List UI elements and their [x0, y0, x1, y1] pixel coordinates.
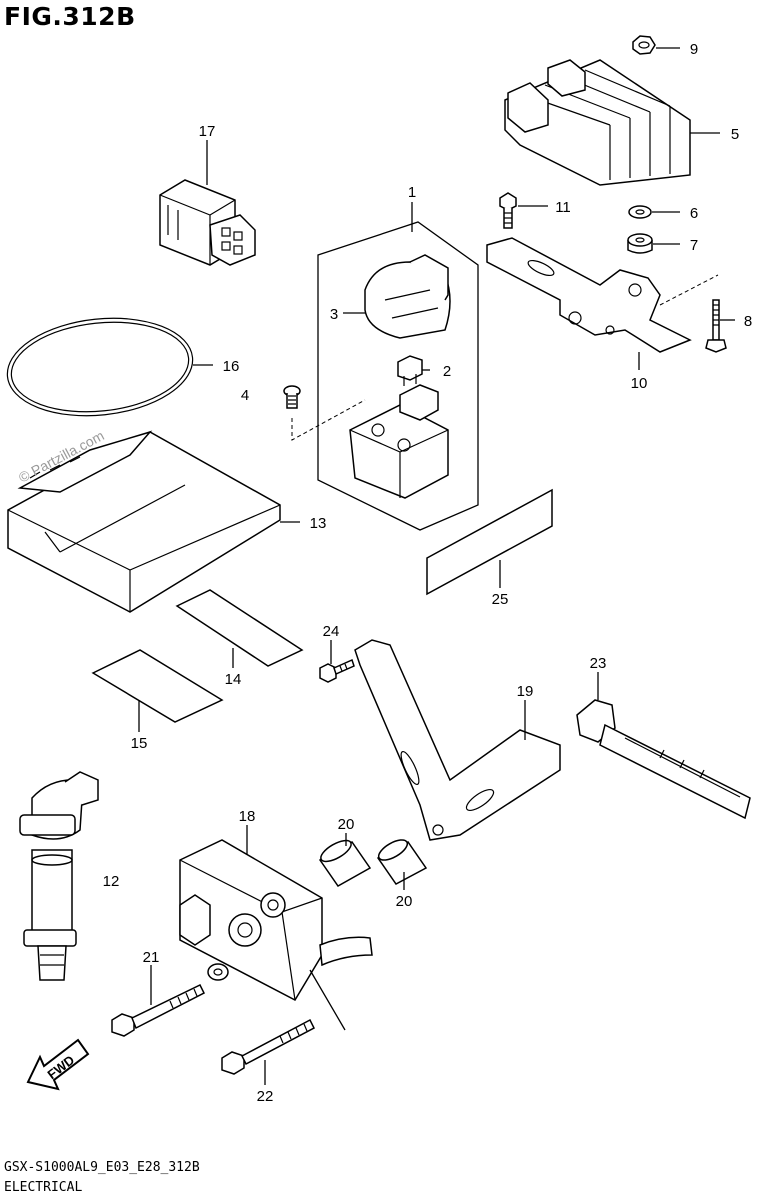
callout-23: 23 [590, 655, 607, 672]
callout-24: 24 [323, 623, 340, 640]
callout-1: 1 [408, 184, 416, 201]
coupler-connector-part[interactable] [159, 179, 256, 266]
callout-7: 7 [690, 237, 698, 254]
fuse-part[interactable] [397, 355, 423, 386]
callout-20a: 20 [338, 816, 355, 833]
cushion-6-part[interactable] [628, 205, 652, 219]
footer-diagram-code: GSX-S1000AL9_E03_E28_312B [4, 1160, 200, 1175]
sensor-18-part[interactable] [179, 839, 373, 1001]
callout-11: 11 [555, 199, 571, 216]
ignition-coil-part[interactable] [19, 771, 99, 981]
callout-18: 18 [239, 808, 256, 825]
bolt-21-part[interactable] [111, 984, 206, 1037]
callout-6: 6 [690, 205, 698, 222]
bolt-24-part[interactable] [319, 658, 355, 683]
callout-17: 17 [199, 123, 216, 140]
callout-19: 19 [517, 683, 534, 700]
bracket-19-part[interactable] [354, 639, 561, 841]
forward-arrow-icon: FWD [26, 1038, 90, 1091]
callout-14: 14 [225, 671, 242, 688]
bolt-8-part[interactable] [705, 299, 727, 353]
callout-13: 13 [310, 515, 327, 532]
starter-relay-part[interactable] [349, 384, 449, 499]
callout-9: 9 [690, 41, 698, 58]
callout-20b: 20 [396, 893, 413, 910]
callout-12: 12 [103, 873, 120, 890]
callout-21: 21 [143, 949, 160, 966]
callout-8: 8 [744, 313, 752, 330]
collar-20a-part[interactable] [318, 836, 372, 887]
screw-part[interactable] [283, 385, 301, 409]
relay-cover-part[interactable] [364, 254, 451, 339]
nut-part[interactable] [632, 35, 656, 55]
collar-20b-part[interactable] [376, 836, 428, 885]
washer-part[interactable] [207, 963, 229, 981]
label-25-part[interactable] [426, 488, 553, 596]
bolt-11-part[interactable] [499, 192, 517, 229]
cushion-7-part[interactable] [627, 233, 653, 254]
regulator-rectifier-part[interactable] [504, 59, 691, 186]
footer-section-name: ELECTRICAL [4, 1180, 83, 1195]
screw-leader-line [291, 399, 366, 441]
band-part[interactable] [2, 310, 197, 425]
callout-22: 22 [257, 1088, 274, 1105]
bolt-22-leader-line [309, 969, 346, 1031]
callout-16: 16 [223, 358, 240, 375]
callout-labels: 1 2 3 4 5 6 7 8 9 10 11 12 13 14 15 16 1… [103, 41, 753, 1105]
label-15-part[interactable] [91, 649, 224, 723]
callout-4: 4 [241, 387, 249, 404]
label-14-part[interactable] [175, 589, 304, 667]
clamp-23-part[interactable] [576, 699, 751, 820]
bracket-leader-line [659, 274, 719, 306]
bolt-22-part[interactable] [221, 1018, 315, 1075]
callout-leaders [138, 47, 735, 1085]
callout-5: 5 [731, 126, 739, 143]
callout-3: 3 [330, 306, 338, 323]
bracket-10-part[interactable] [486, 237, 692, 353]
callout-15: 15 [131, 735, 148, 752]
ecm-part[interactable] [7, 430, 281, 613]
starter-relay-assembly-outline [317, 221, 479, 531]
figure-title: FIG.312B [4, 2, 136, 31]
callout-10: 10 [631, 375, 648, 392]
callout-2: 2 [443, 363, 451, 380]
callout-25: 25 [492, 591, 509, 608]
